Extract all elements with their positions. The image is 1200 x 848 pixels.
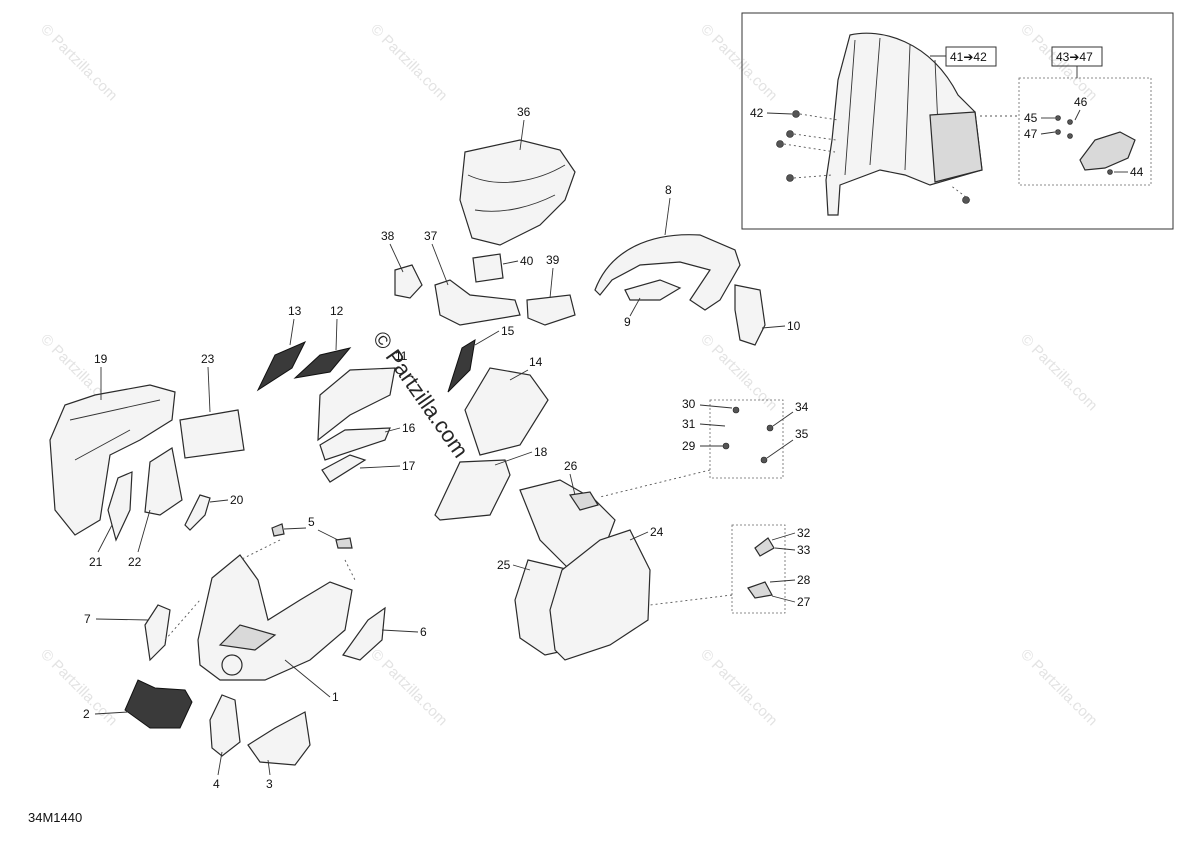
callout-6: 6	[420, 625, 427, 639]
group-label-41-42: 41➔42	[950, 50, 987, 64]
watermark: © Partzilla.com	[37, 21, 120, 104]
callout-5: 5	[308, 515, 315, 529]
watermark: © Partzilla.com	[367, 646, 450, 729]
callout-20: 20	[230, 493, 244, 507]
callout-36: 36	[517, 105, 531, 119]
leader-line	[930, 55, 1078, 78]
parts-14-18: 14 18	[434, 355, 549, 521]
bolt-icon	[1107, 169, 1113, 175]
callout-28: 28	[797, 573, 811, 587]
callout-13: 13	[288, 304, 302, 318]
callout-45: 45	[1024, 111, 1038, 125]
bolt-icon	[1067, 133, 1073, 139]
watermark: © Partzilla.com	[697, 646, 780, 729]
callout-30: 30	[682, 397, 696, 411]
callout-8: 8	[665, 183, 672, 197]
callout-38: 38	[381, 229, 395, 243]
callout-34: 34	[795, 400, 809, 414]
watermark: © Partzilla.com	[367, 21, 450, 104]
callout-17: 17	[402, 459, 416, 473]
group-label-frame	[945, 46, 997, 67]
callout-11: 11	[395, 349, 408, 363]
parts-19-23: 19 23 21 22 20	[49, 352, 245, 569]
callout-3: 3	[266, 777, 273, 791]
leader-line	[766, 112, 793, 115]
windshield-inset: 41➔42 43➔47 42 46 45 47 44	[741, 12, 1174, 230]
hardware-27-35: 30 31 29 34 35 32 33 28 27	[599, 397, 811, 614]
parts-1-7: 1 2 3 4 5 6 7	[83, 515, 427, 791]
callout-24: 24	[650, 525, 664, 539]
leader-line	[1074, 109, 1081, 121]
callout-46: 46	[1074, 95, 1088, 109]
callout-2: 2	[83, 707, 90, 721]
bolt-icon	[786, 174, 794, 182]
callout-14: 14	[529, 355, 543, 369]
callout-31: 31	[682, 417, 696, 431]
bolt-icon	[786, 130, 794, 138]
callout-39: 39	[546, 253, 560, 267]
callout-12: 12	[330, 304, 344, 318]
bolt-icon	[792, 110, 800, 118]
callout-1: 1	[332, 690, 339, 704]
callout-33: 33	[797, 543, 811, 557]
windshield-detail	[844, 37, 941, 176]
inset-frame	[741, 12, 1174, 230]
part-36: 36	[459, 105, 576, 246]
callout-16: 16	[402, 421, 416, 435]
callout-37: 37	[424, 229, 438, 243]
bolt-icon	[1067, 119, 1073, 125]
watermark: © Partzilla.com	[1017, 646, 1100, 729]
group-label-43-47: 43➔47	[1056, 50, 1093, 64]
bolt-icon	[962, 196, 970, 204]
diagram-code: 34M1440	[28, 810, 83, 825]
callout-4: 4	[213, 777, 220, 791]
bolt-icon	[1055, 129, 1061, 135]
callout-22: 22	[128, 555, 142, 569]
callout-35: 35	[795, 427, 809, 441]
callout-42: 42	[750, 106, 764, 120]
bolt-icon	[1055, 115, 1061, 121]
leader-line	[1040, 131, 1056, 135]
parts-24-26: 26 25 24	[497, 459, 664, 661]
leader-dashed	[783, 113, 1019, 201]
callout-10: 10	[787, 319, 801, 333]
parts-8-10: 8 9 10	[594, 183, 801, 346]
callout-25: 25	[497, 558, 511, 572]
callout-21: 21	[89, 555, 103, 569]
callout-19: 19	[94, 352, 108, 366]
callout-9: 9	[624, 315, 631, 329]
watermark: © Partzilla.com	[697, 21, 780, 104]
callout-18: 18	[534, 445, 548, 459]
callout-32: 32	[797, 526, 811, 540]
callout-23: 23	[201, 352, 215, 366]
watermark: © Partzilla.com	[1017, 331, 1100, 414]
callout-47: 47	[1024, 127, 1038, 141]
callout-15: 15	[501, 324, 515, 338]
callout-26: 26	[564, 459, 578, 473]
bolt-icon	[776, 140, 784, 148]
watermark: © Partzilla.com	[37, 646, 120, 729]
parts-37-40: 38 37 40 39	[381, 229, 576, 326]
parts-11-17: 13 12 11 16 17 15	[256, 304, 515, 483]
callout-44: 44	[1130, 165, 1144, 179]
callout-27: 27	[797, 595, 811, 609]
mirror-subgroup-frame	[1018, 77, 1152, 186]
callout-40: 40	[520, 254, 534, 268]
windshield-bracket	[929, 111, 983, 183]
callout-29: 29	[682, 439, 696, 453]
callout-7: 7	[84, 612, 91, 626]
mirror	[1079, 131, 1136, 171]
